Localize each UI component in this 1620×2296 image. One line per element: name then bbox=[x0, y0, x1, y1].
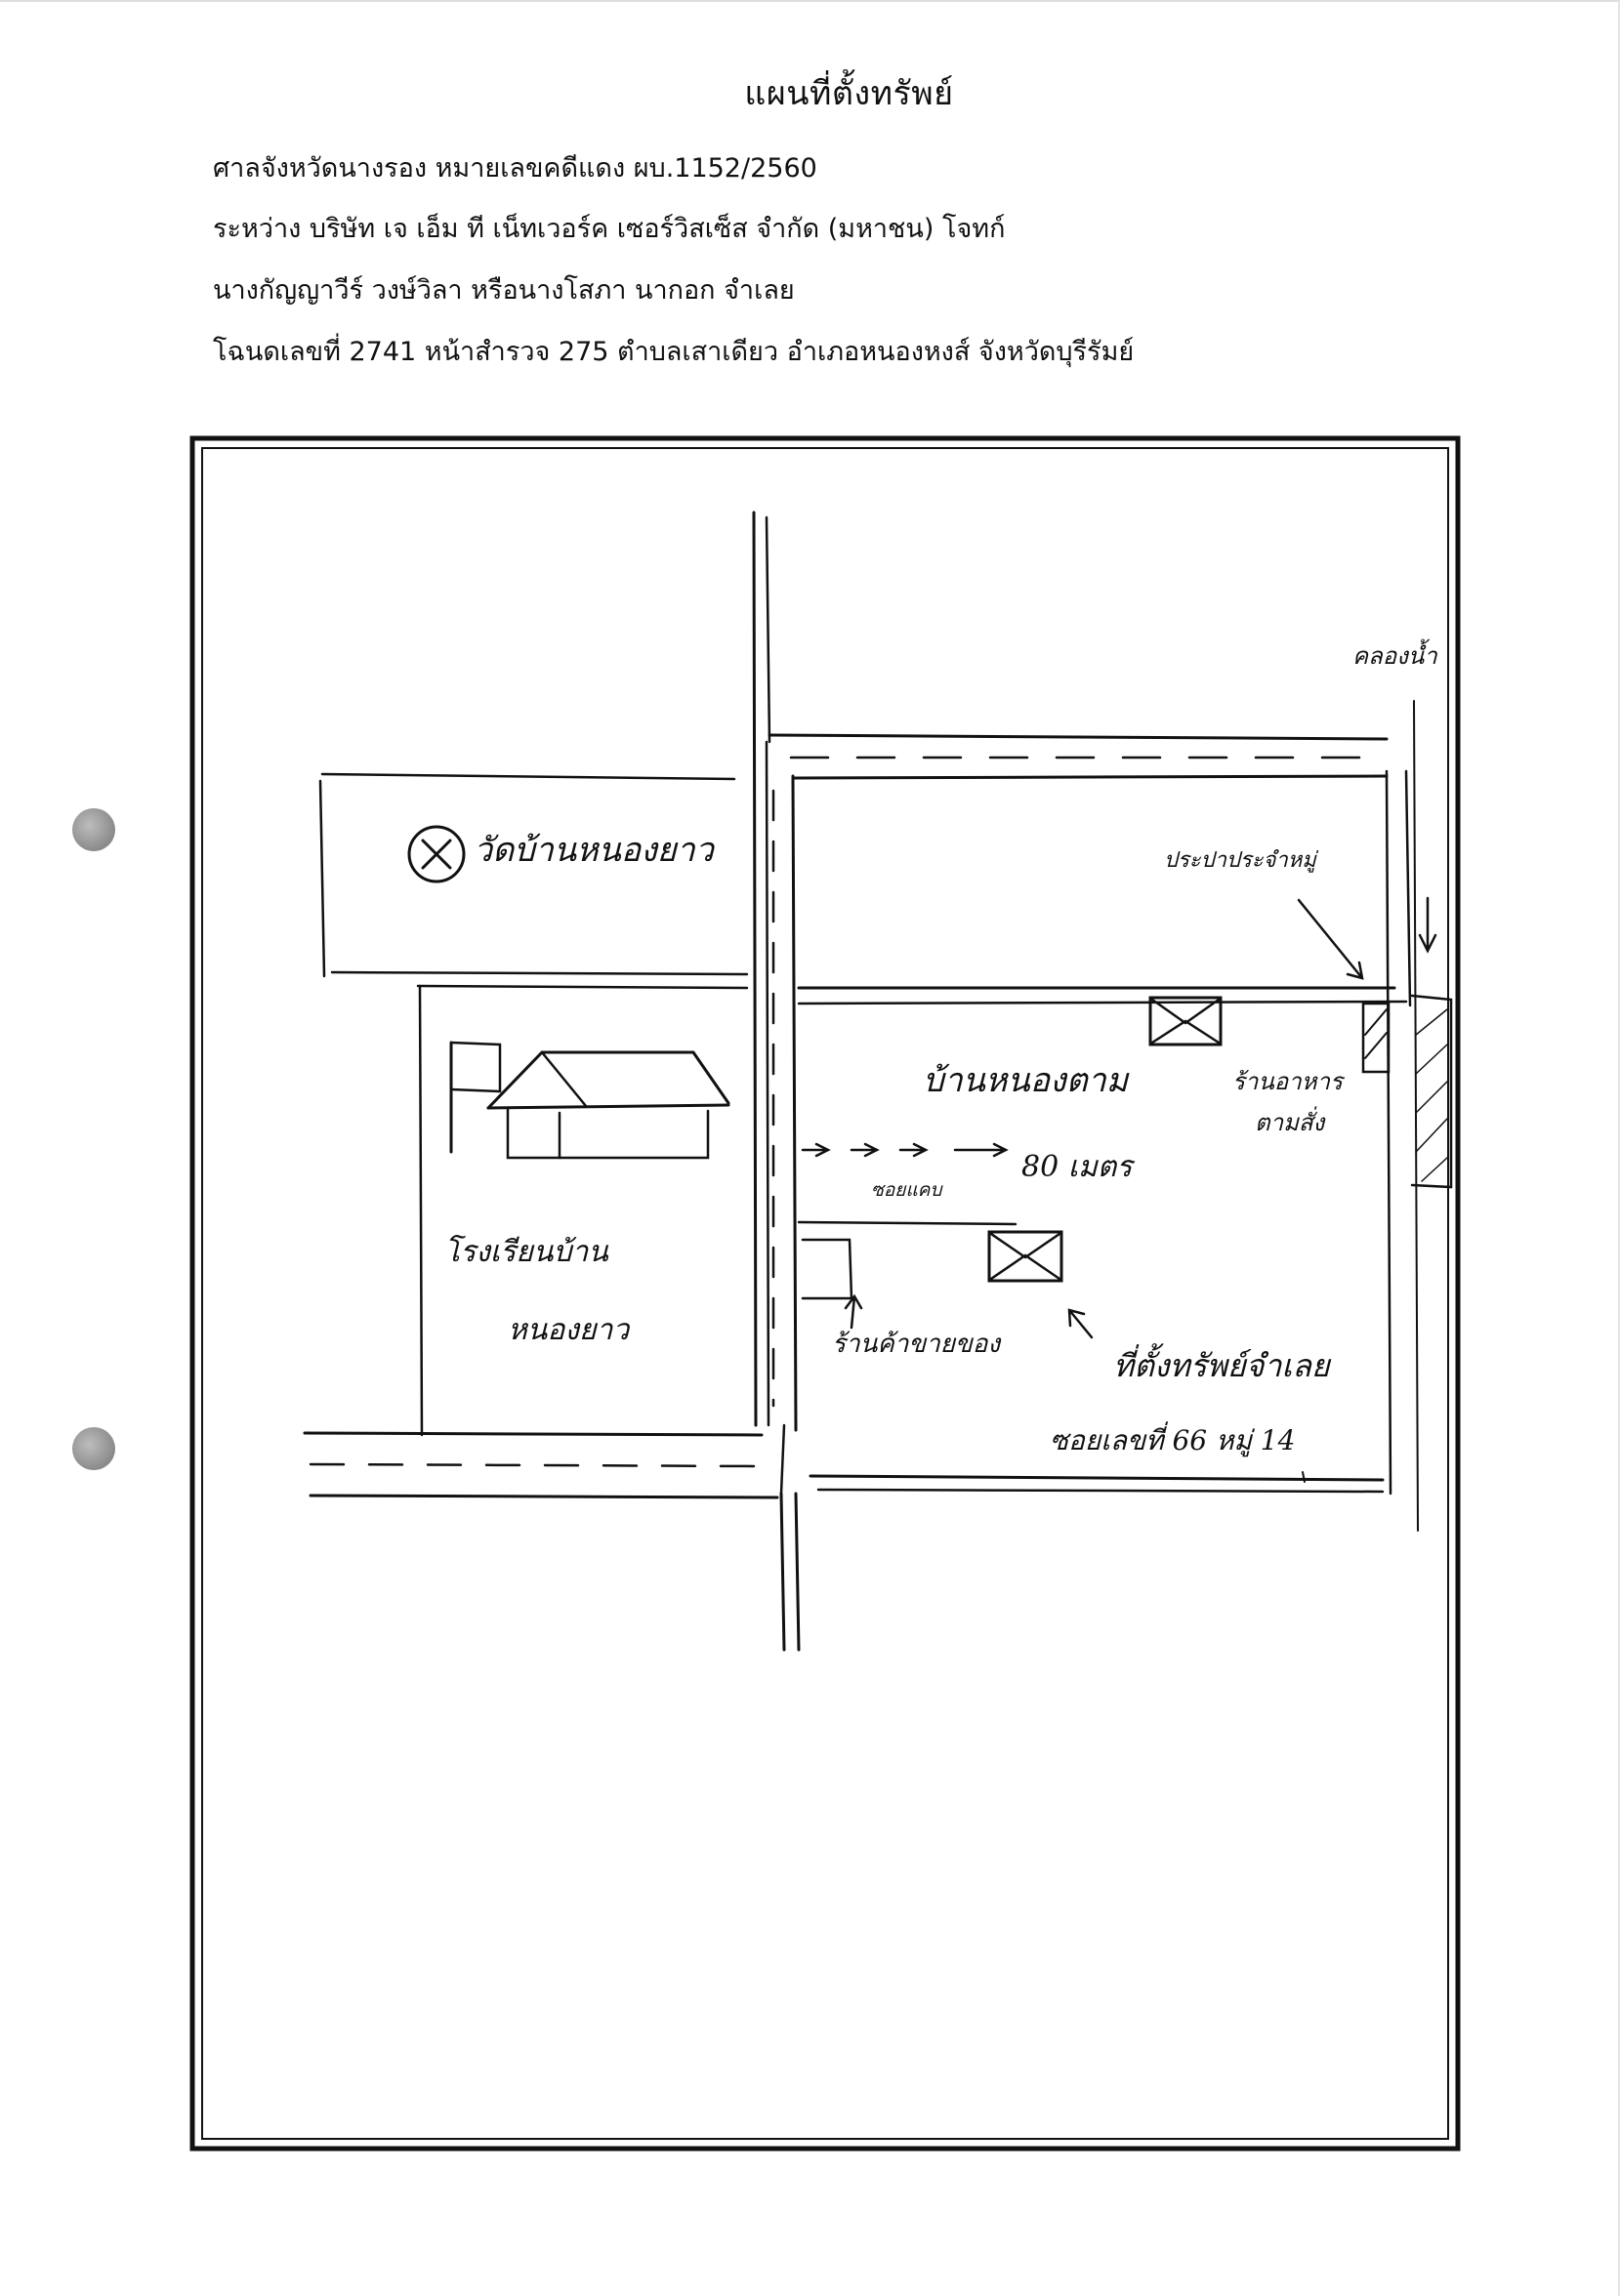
punch-hole-bottom bbox=[72, 1427, 115, 1470]
canal-label: คลองน้ำ bbox=[1352, 638, 1438, 670]
defendant-line: นางกัญญาวีร์ วงษ์วิลา หรือนางโสภา นากอก … bbox=[213, 275, 795, 306]
map-frame bbox=[189, 435, 1461, 2152]
alley-label: ซอยแคบ bbox=[871, 1179, 943, 1201]
shop-right-label-line1: ร้านอาหาร bbox=[1232, 1068, 1346, 1095]
school-label-line1: โรงเรียนบ้าน bbox=[444, 1234, 609, 1269]
building-top-center bbox=[1148, 996, 1223, 1046]
vertical-road-left-edge bbox=[752, 511, 758, 1427]
map-frame-inner bbox=[201, 447, 1449, 2140]
court-case-line: ศาลจังหวัดนางรอง หมายเลขคดีแดง ผบ.1152/2… bbox=[213, 153, 817, 184]
alley-upper-line bbox=[797, 1220, 1018, 1226]
canal-right-edge bbox=[1413, 700, 1419, 1532]
property-building bbox=[987, 1230, 1063, 1283]
middle-road-lower-edge bbox=[797, 1000, 1408, 1005]
property-label-line2: ซอยเลขที่ 66 หมู่ 14 bbox=[1050, 1421, 1295, 1457]
shop-left-building bbox=[801, 1238, 853, 1300]
bottom-road-lower-edge bbox=[309, 1494, 779, 1499]
vertical-road-right-edge bbox=[791, 774, 798, 1432]
canal-bridge bbox=[1410, 994, 1453, 1189]
document-title: แผนที่ตั้งทรัพย์ bbox=[744, 74, 954, 113]
temple-label: วัดบ้านหนองยาว bbox=[474, 831, 716, 870]
shop-right-building bbox=[1361, 1002, 1391, 1074]
school-house-icon bbox=[486, 1050, 730, 1110]
top-road-lower-edge bbox=[791, 774, 1389, 780]
school-label-line2: หนองยาว bbox=[508, 1313, 631, 1347]
temple-marker bbox=[407, 825, 466, 883]
punch-hole-top bbox=[72, 808, 115, 851]
bottom-road-centerline bbox=[309, 1462, 764, 1468]
property-label-line1: ที่ตั้งทรัพย์จำเลย bbox=[1113, 1343, 1332, 1384]
village-label: บ้านหนองตาม bbox=[923, 1061, 1130, 1100]
shop-right-label-line2: ตามสั่ง bbox=[1255, 1106, 1327, 1136]
water-tank-label: ประปาประจำหมู่ bbox=[1164, 848, 1319, 873]
distance-label: 80 เมตร bbox=[1021, 1150, 1136, 1184]
deed-line: โฉนดเลขที่ 2741 หน้าสำรวจ 275 ตำบลเสาเดี… bbox=[213, 337, 1135, 367]
parties-line: ระหว่าง บริษัท เจ เอ็ม ที เน็ทเวอร์ค เซอ… bbox=[213, 214, 1006, 244]
bottom-road-upper-edge bbox=[303, 1431, 764, 1437]
top-road-upper-edge bbox=[768, 733, 1389, 741]
canal-left-edge bbox=[1385, 769, 1392, 1496]
shop-left-label: ร้านค้าขายของ bbox=[832, 1330, 1002, 1359]
